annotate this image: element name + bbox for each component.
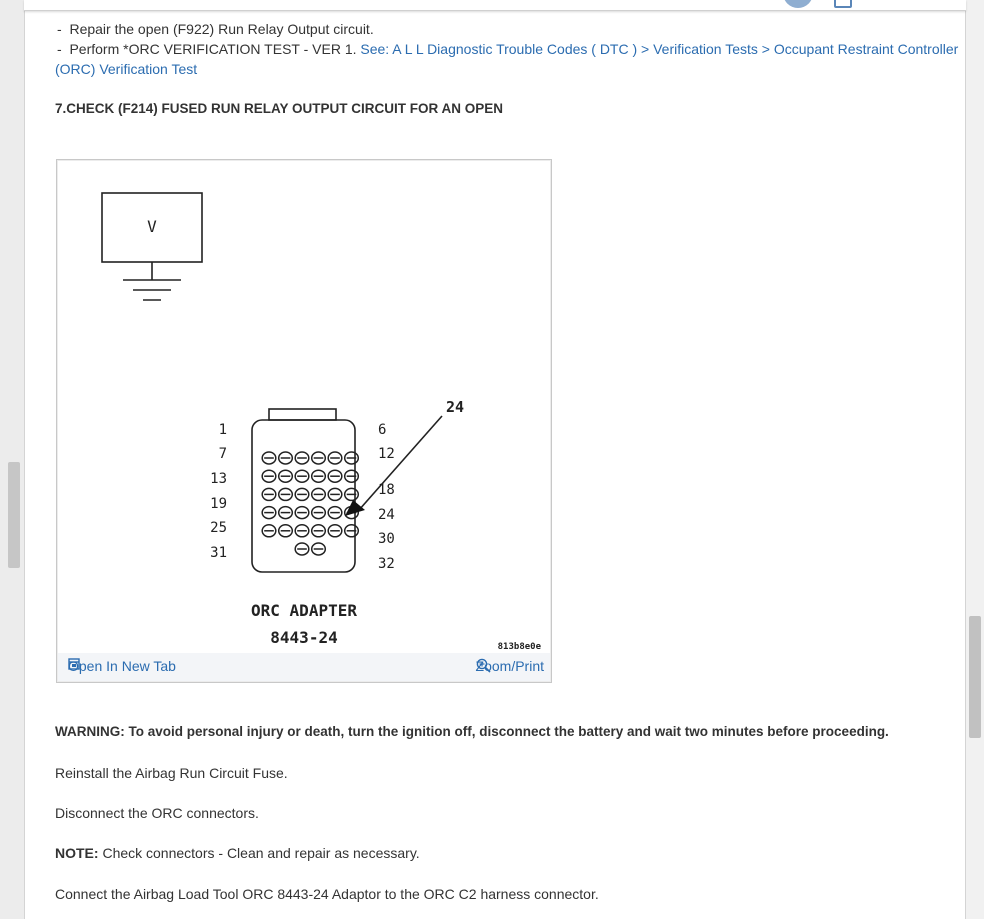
- right-scrollbar-track[interactable]: [966, 0, 984, 919]
- step-disconnect-orc: Disconnect the ORC connectors.: [55, 805, 259, 821]
- right-scrollbar-thumb[interactable]: [969, 616, 981, 738]
- warning-body: To avoid personal injury or death, turn …: [124, 724, 889, 739]
- connector-pin: [310, 505, 327, 520]
- open-in-new-tab-label: Open In New Tab: [68, 658, 176, 674]
- connector-pin: [343, 469, 360, 483]
- open-in-new-tab-button[interactable]: Open In New Tab: [68, 658, 176, 674]
- notes-icon[interactable]: [834, 0, 852, 8]
- connector-pin: [327, 487, 343, 502]
- warning-label: WARNING:: [55, 724, 125, 739]
- left-panel-gutter: [0, 0, 24, 919]
- document-content: - Repair the open (F922) Run Relay Outpu…: [24, 0, 966, 919]
- verification-test-link-continued[interactable]: (ORC) Verification Test: [55, 61, 198, 77]
- connector-pin: [261, 451, 277, 465]
- pin-label-left: 31: [210, 545, 227, 561]
- connector-pin: [310, 487, 327, 502]
- pin-label-right: 24: [378, 507, 395, 523]
- list-item-repair: - Repair the open (F922) Run Relay Outpu…: [57, 19, 374, 39]
- connector-pin: [327, 469, 343, 483]
- orc-connector-body: [251, 419, 356, 573]
- pin-label-left: 13: [210, 471, 227, 487]
- connector-pin: [310, 451, 327, 465]
- note-text: NOTE: Check connectors - Clean and repai…: [55, 843, 420, 863]
- zoom-in-icon: [476, 658, 491, 673]
- step-reinstall-fuse: Reinstall the Airbag Run Circuit Fuse.: [55, 765, 288, 781]
- verification-test-link[interactable]: See: A L L Diagnostic Trouble Codes ( DT…: [360, 41, 959, 57]
- connector-pin: [261, 469, 277, 483]
- pin-label-right: 18: [378, 482, 395, 498]
- meter-label: V: [147, 217, 157, 236]
- callout-arrowhead: [345, 500, 365, 516]
- connector-pin: [294, 505, 310, 520]
- connector-pin: [277, 524, 294, 538]
- connector-pin: [277, 469, 294, 483]
- list-item-verification: - Perform *ORC VERIFICATION TEST - VER 1…: [57, 39, 958, 59]
- pin-label-left: 1: [219, 422, 227, 438]
- caption-line-2: 8443-24: [270, 628, 337, 647]
- warning-text: WARNING: To avoid personal injury or dea…: [55, 722, 889, 742]
- pin-label-right: 12: [378, 446, 395, 462]
- diagram-figure: V 24 1 7 13 19 25 31 6 12 18 24 30 32 OR…: [56, 159, 552, 683]
- connector-pin: [261, 524, 277, 538]
- connector-pin: [310, 469, 327, 483]
- connector-pin: [261, 505, 277, 520]
- connector-pin: [277, 505, 294, 520]
- connector-pin: [261, 487, 277, 502]
- orc-adapter-diagram: V 24 1 7 13 19 25 31 6 12 18 24 30 32 OR…: [101, 192, 542, 652]
- step-heading: 7.CHECK (F214) FUSED RUN RELAY OUTPUT CI…: [55, 101, 504, 116]
- connector-pin: [310, 542, 327, 556]
- connector-pin: [294, 451, 310, 465]
- left-scrollbar-thumb[interactable]: [8, 462, 20, 568]
- pin-label-right: 32: [378, 556, 395, 572]
- zoom-print-label: Zoom/Print: [475, 658, 544, 674]
- note-body: Check connectors - Clean and repair as n…: [98, 845, 420, 861]
- pin-label-left: 7: [219, 446, 227, 462]
- step-connect-load-tool: Connect the Airbag Load Tool ORC 8443-24…: [55, 886, 599, 902]
- connector-pin: [294, 542, 310, 556]
- list-bullet: -: [57, 21, 62, 37]
- pin-label-right: 30: [378, 531, 395, 547]
- connector-pin: [277, 487, 294, 502]
- connector-pin: [343, 487, 360, 502]
- caption-line-1: ORC ADAPTER: [251, 601, 357, 620]
- connector-pin: [294, 469, 310, 483]
- pin-label-right: 6: [378, 422, 386, 438]
- connector-pin: [327, 524, 343, 538]
- pin-label-left: 19: [210, 496, 227, 512]
- connector-pin: [327, 451, 343, 465]
- note-label: NOTE:: [55, 845, 99, 861]
- user-avatar[interactable]: [783, 0, 813, 8]
- top-header-bar: [24, 0, 966, 11]
- list-text: Repair the open (F922) Run Relay Output …: [69, 21, 374, 37]
- figure-toolbar: Open In New Tab Zoom/Print: [58, 653, 550, 681]
- connector-pin: [294, 487, 310, 502]
- list-text: Perform *ORC VERIFICATION TEST - VER 1.: [69, 41, 361, 57]
- connector-pin: [310, 524, 327, 538]
- open-new-tab-icon: [68, 658, 80, 670]
- connector-pin: [294, 524, 310, 538]
- pin-label-left: 25: [210, 520, 227, 536]
- callout-label: 24: [446, 398, 464, 416]
- figure-code: 813b8e0e: [498, 642, 542, 652]
- zoom-print-button[interactable]: Zoom/Print: [476, 658, 544, 674]
- connector-pin: [343, 524, 360, 538]
- connector-pin: [343, 451, 360, 465]
- list-bullet: -: [57, 41, 62, 57]
- connector-pin: [327, 505, 343, 520]
- connector-pin: [277, 451, 294, 465]
